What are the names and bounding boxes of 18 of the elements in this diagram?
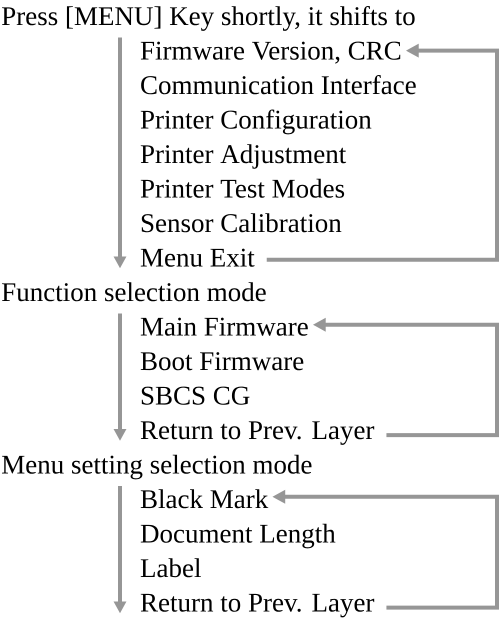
section-heading: Menu setting selection mode bbox=[2, 454, 312, 480]
menu-item: Main Firmware bbox=[140, 318, 308, 336]
menu-item: Firmware Version, CRC bbox=[140, 42, 400, 64]
menu-item: Boot Firmware bbox=[140, 352, 304, 370]
menu-item: SBCS CG bbox=[142, 386, 250, 405]
menu-item: Document Length bbox=[140, 524, 336, 548]
menu-item: Sensor Calibration bbox=[142, 213, 342, 232]
menu-item: Communication Interface bbox=[141, 75, 416, 94]
menu-item: Printer Adjustment bbox=[140, 144, 346, 169]
heading: Press [MENU] Key shortly, it shifts to bbox=[2, 6, 415, 31]
menu-item: Printer Test Modes bbox=[140, 178, 344, 198]
menu-item: Return to Prev. Layer bbox=[140, 594, 374, 618]
menu-item: Return to Prev. Layer bbox=[140, 421, 374, 445]
menu-item: Printer Configuration bbox=[140, 110, 372, 134]
section-heading: Function selection mode bbox=[2, 282, 266, 302]
menu-item: Menu Exit bbox=[140, 248, 255, 267]
menu-item: Black Mark bbox=[140, 489, 268, 508]
menu-item: Label bbox=[140, 558, 201, 578]
